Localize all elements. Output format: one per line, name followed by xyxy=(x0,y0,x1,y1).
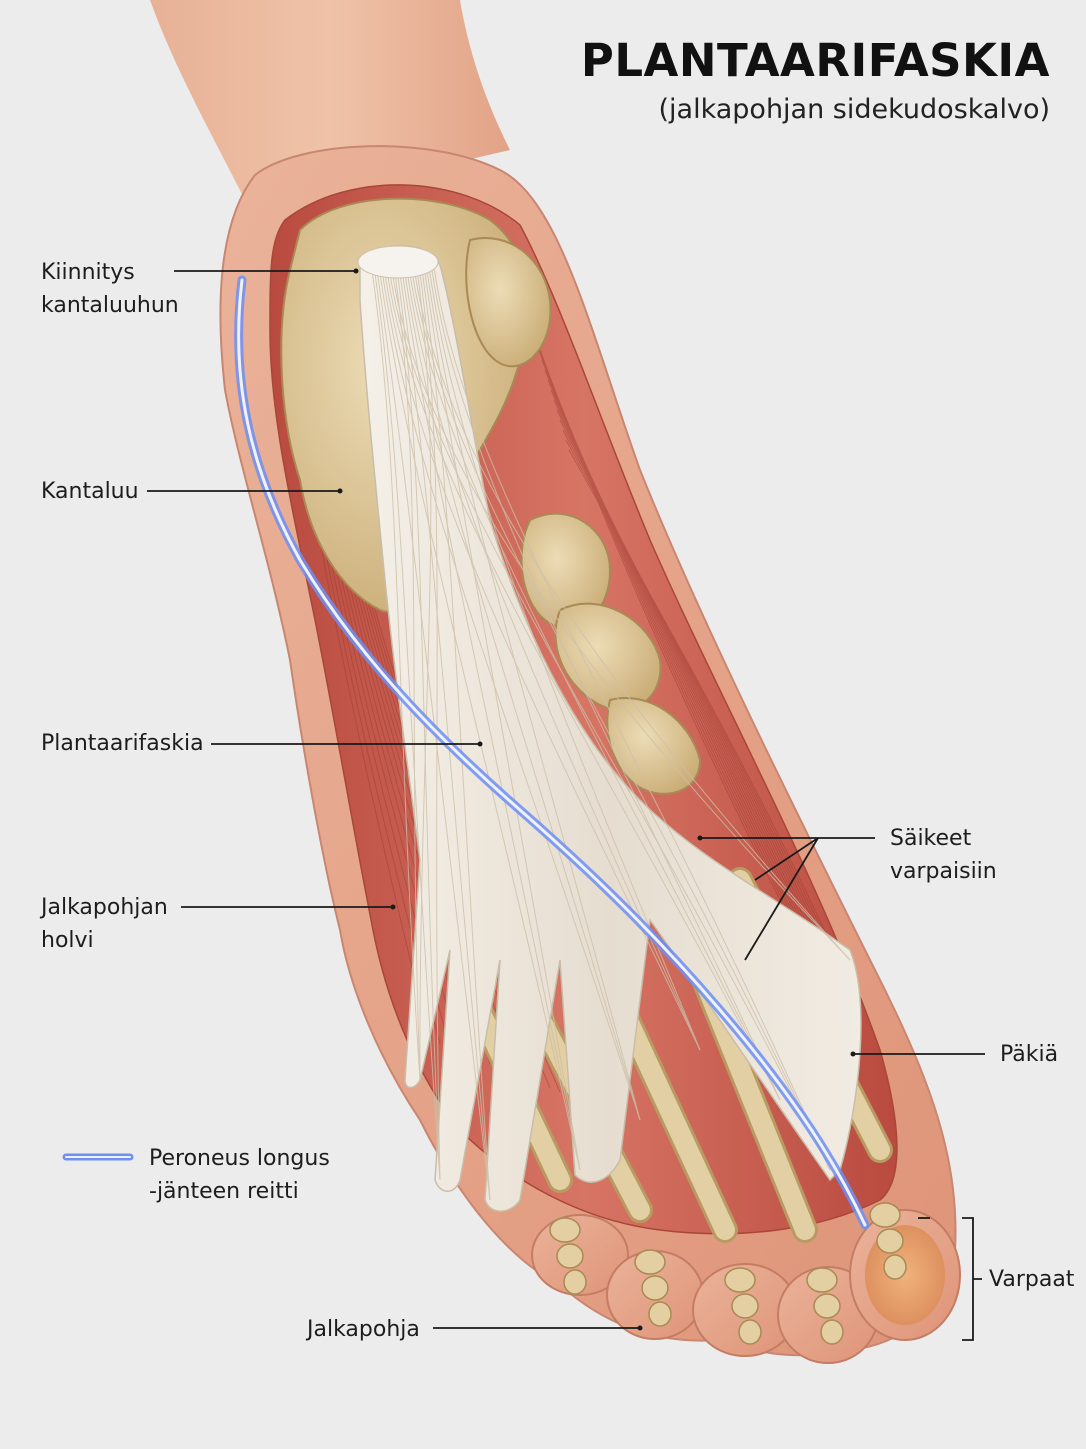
phalanx-bone xyxy=(813,1293,841,1319)
fascia-fiber xyxy=(434,269,831,1171)
fascia-fibers xyxy=(371,269,851,1201)
label-ball: Päkiä xyxy=(1000,1042,1059,1067)
label-toes: Varpaat xyxy=(989,1267,1075,1292)
phalanx-bone xyxy=(724,1267,756,1293)
page-subtitle: (jalkapohjan sidekudoskalvo) xyxy=(658,94,1051,125)
fascia-fiber xyxy=(386,269,781,1101)
phalanx-bone xyxy=(876,1228,904,1254)
label-arch: Jalkapohjan holvi xyxy=(41,891,168,957)
page-title: PLANTAARIFASKIA xyxy=(580,34,1050,87)
fascia-fiber xyxy=(374,269,441,1181)
fascia-fiber xyxy=(394,269,421,1081)
fascia-fiber xyxy=(409,269,781,1101)
phalanx-bone xyxy=(869,1202,901,1228)
muscle-fiber xyxy=(568,449,856,999)
fascia-fiber xyxy=(414,269,851,961)
fascia-fiber xyxy=(404,269,641,1121)
muscle-fiber xyxy=(565,439,851,993)
fascia-fiber xyxy=(411,269,831,1171)
fascia-fiber xyxy=(401,269,581,1171)
fascia-fiber xyxy=(416,269,432,1081)
phalanx-bone xyxy=(641,1275,669,1301)
label-arch-line1: Jalkapohjan xyxy=(41,895,168,920)
phalanx-bone xyxy=(648,1301,672,1327)
label-arch-line2: holvi xyxy=(41,928,94,953)
fascia-fiber xyxy=(389,269,831,1171)
legend-text: Peroneus longus -jänteen reitti xyxy=(149,1142,330,1208)
phalanx-bone xyxy=(556,1243,584,1269)
label-fibers-line2: varpaisiin xyxy=(890,859,997,884)
fascia-fiber xyxy=(421,269,491,1201)
muscle-fiber xyxy=(556,409,836,975)
fascia-fiber xyxy=(376,269,491,1201)
toes-bracket xyxy=(962,1217,982,1341)
label-fibers-line1: Säikeet xyxy=(890,826,972,851)
fascia-fiber xyxy=(391,269,851,961)
fascia-fiber xyxy=(381,269,641,1121)
talus-bone xyxy=(465,237,552,368)
fascia-fiber xyxy=(406,269,701,1051)
fascia-fiber xyxy=(379,269,581,1171)
muscle-fiber xyxy=(562,429,846,987)
phalanx-bone xyxy=(820,1319,844,1345)
fascia-fiber xyxy=(426,269,641,1121)
phalanx-bone xyxy=(731,1293,759,1319)
fascia-attachment xyxy=(357,245,439,279)
phalanx-bone xyxy=(634,1249,666,1275)
phalanx-bone xyxy=(738,1319,762,1345)
fascia-fiber xyxy=(424,269,581,1171)
leader-lines xyxy=(147,270,985,1341)
label-attachment: Kiinnitys kantaluuhun xyxy=(41,256,179,322)
fascia-fiber xyxy=(431,269,781,1101)
label-sole: Jalkapohja xyxy=(307,1317,420,1342)
label-fascia: Plantaarifaskia xyxy=(41,731,204,756)
fascia-fiber xyxy=(429,269,701,1051)
muscle-fiber xyxy=(559,419,841,981)
fascia-fiber xyxy=(419,269,441,1181)
fascia-fiber xyxy=(399,269,491,1201)
plantar-fascia xyxy=(359,244,862,1212)
fascia-fiber xyxy=(371,269,421,1081)
label-calcaneus: Kantaluu xyxy=(41,479,139,504)
label-fibers: Säikeet varpaisiin xyxy=(890,822,997,888)
phalanx-bone xyxy=(806,1267,838,1293)
phalanx-bone xyxy=(549,1217,581,1243)
legend-line2: -jänteen reitti xyxy=(149,1179,299,1204)
fascia-fiber xyxy=(396,269,441,1181)
phalanges xyxy=(549,1202,907,1345)
phalanx-bone xyxy=(563,1269,587,1295)
label-attachment-line2: kantaluuhun xyxy=(41,293,179,318)
phalanx-bone xyxy=(883,1254,907,1280)
legend-line1: Peroneus longus xyxy=(149,1146,330,1171)
label-attachment-line1: Kiinnitys xyxy=(41,260,135,285)
